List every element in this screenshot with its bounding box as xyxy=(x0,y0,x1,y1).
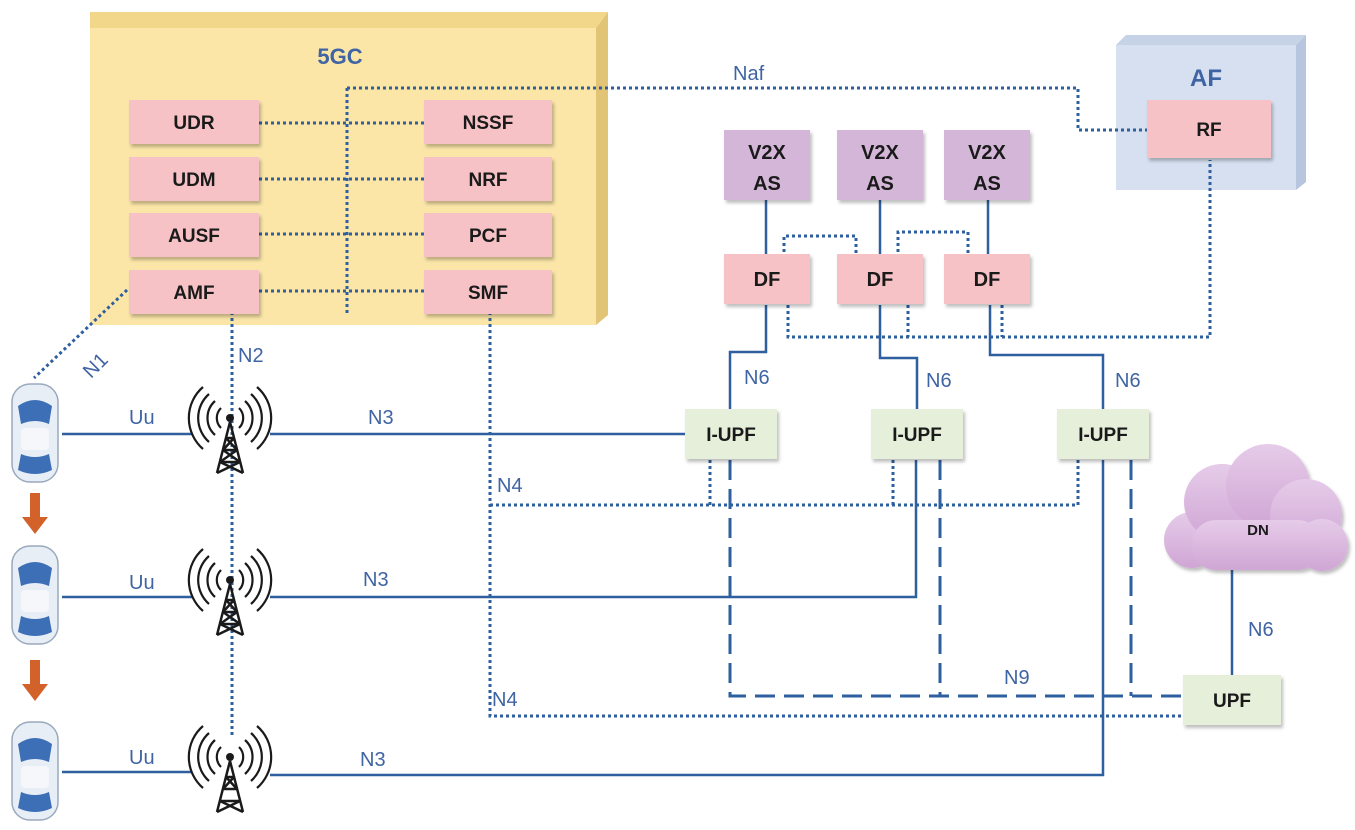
df-link-1-2 xyxy=(782,234,858,258)
n6-label-upf: N6 xyxy=(1248,619,1274,641)
cell-tower-icon-3 xyxy=(187,725,273,814)
df-label-3: DF xyxy=(974,269,1001,291)
n9-link-main xyxy=(728,460,1183,698)
amf-label: AMF xyxy=(173,283,214,304)
df-box-1[interactable] xyxy=(724,254,810,304)
uu-label-2: Uu xyxy=(129,572,155,594)
naf-link xyxy=(347,86,1147,132)
n6-link-2 xyxy=(878,305,919,410)
v2x-as-2-line2: AS xyxy=(866,173,894,195)
v2x-as-3-line1: V2X xyxy=(968,142,1006,164)
v2x-as-1-line2: AS xyxy=(753,173,781,195)
control-plane-links xyxy=(32,86,1212,735)
udm-box[interactable] xyxy=(129,157,259,201)
df-boxes xyxy=(724,254,1030,304)
df-link-2-3 xyxy=(896,230,970,258)
n3-label-2: N3 xyxy=(363,569,389,591)
df-label-2: DF xyxy=(867,269,894,291)
n3-label-1: N3 xyxy=(368,407,394,429)
n6-link-1 xyxy=(728,305,768,410)
arrow-down-icon-2 xyxy=(22,660,48,701)
nssf-label: NSSF xyxy=(463,113,514,134)
iupf-box-1[interactable] xyxy=(685,409,777,459)
v2x-as-box-3[interactable] xyxy=(944,130,1030,200)
udr-label: UDR xyxy=(173,113,214,134)
smf-box[interactable] xyxy=(424,270,552,314)
nrf-label: NRF xyxy=(468,170,507,191)
cell-tower-icon-1 xyxy=(187,386,273,475)
rf-box[interactable] xyxy=(1147,100,1271,158)
uu-label-3: Uu xyxy=(129,747,155,769)
ausf-label: AUSF xyxy=(168,226,220,247)
smf-label: SMF xyxy=(468,283,508,304)
udm-label: UDM xyxy=(172,170,215,191)
n4-label-1: N4 xyxy=(497,475,523,497)
uu-label-1: Uu xyxy=(129,407,155,429)
n1-label: N1 xyxy=(79,349,113,383)
pcf-label: PCF xyxy=(469,226,507,247)
cell-tower-icon-2 xyxy=(187,548,273,637)
iupf-label-3: I-UPF xyxy=(1078,425,1128,446)
v2x-as-3-line2: AS xyxy=(973,173,1001,195)
naf-label: Naf xyxy=(733,63,765,85)
core-nf-boxes xyxy=(129,100,552,314)
vehicle-icon-2 xyxy=(11,545,59,645)
vehicle-icon-1 xyxy=(11,383,59,483)
n6-label-3: N6 xyxy=(1115,370,1141,392)
n6-label-1: N6 xyxy=(744,367,770,389)
df-box-3[interactable] xyxy=(944,254,1030,304)
df-label-1: DF xyxy=(754,269,781,291)
n4-link-upf xyxy=(488,312,1183,718)
vehicle-icon-3 xyxy=(11,721,59,821)
n6-label-2: N6 xyxy=(926,370,952,392)
n9-links xyxy=(728,460,1183,698)
iupf-label-2: I-UPF xyxy=(892,425,942,446)
rf-label: RF xyxy=(1196,120,1221,141)
arrow-down-icon-1 xyxy=(22,493,48,534)
nssf-box[interactable] xyxy=(424,100,552,144)
rf-df-link xyxy=(786,160,1212,339)
upf-label: UPF xyxy=(1213,691,1251,712)
v2x-as-2-line1: V2X xyxy=(861,142,899,164)
ausf-box[interactable] xyxy=(129,213,259,257)
amf-box[interactable] xyxy=(129,270,259,314)
n4-label-2: N4 xyxy=(492,689,518,711)
af-title: AF xyxy=(1190,65,1222,92)
n9-label: N9 xyxy=(1004,667,1030,689)
iupf-boxes xyxy=(685,409,1149,459)
upf-box[interactable] xyxy=(1183,675,1281,725)
n3-link-2 xyxy=(270,460,918,599)
n3-label-3: N3 xyxy=(360,749,386,771)
nrf-box[interactable] xyxy=(424,157,552,201)
dn-cloud-icon[interactable] xyxy=(1164,444,1348,571)
n3-link-3 xyxy=(270,460,1105,777)
v2x-as-1-line1: V2X xyxy=(748,142,786,164)
v2x-as-box-1[interactable] xyxy=(724,130,810,200)
n6-link-3 xyxy=(988,305,1105,410)
iupf-box-2[interactable] xyxy=(871,409,963,459)
v2x-as-box-2[interactable] xyxy=(837,130,923,200)
v2x-as-boxes xyxy=(724,130,1030,200)
core-title: 5GC xyxy=(317,44,362,69)
dn-label: DN xyxy=(1247,522,1269,539)
udr-box[interactable] xyxy=(129,100,259,144)
iupf-box-3[interactable] xyxy=(1057,409,1149,459)
iupf-label-1: I-UPF xyxy=(706,425,756,446)
df-box-2[interactable] xyxy=(837,254,923,304)
user-plane-links xyxy=(62,200,1234,777)
pcf-box[interactable] xyxy=(424,213,552,257)
n2-label: N2 xyxy=(238,345,264,367)
